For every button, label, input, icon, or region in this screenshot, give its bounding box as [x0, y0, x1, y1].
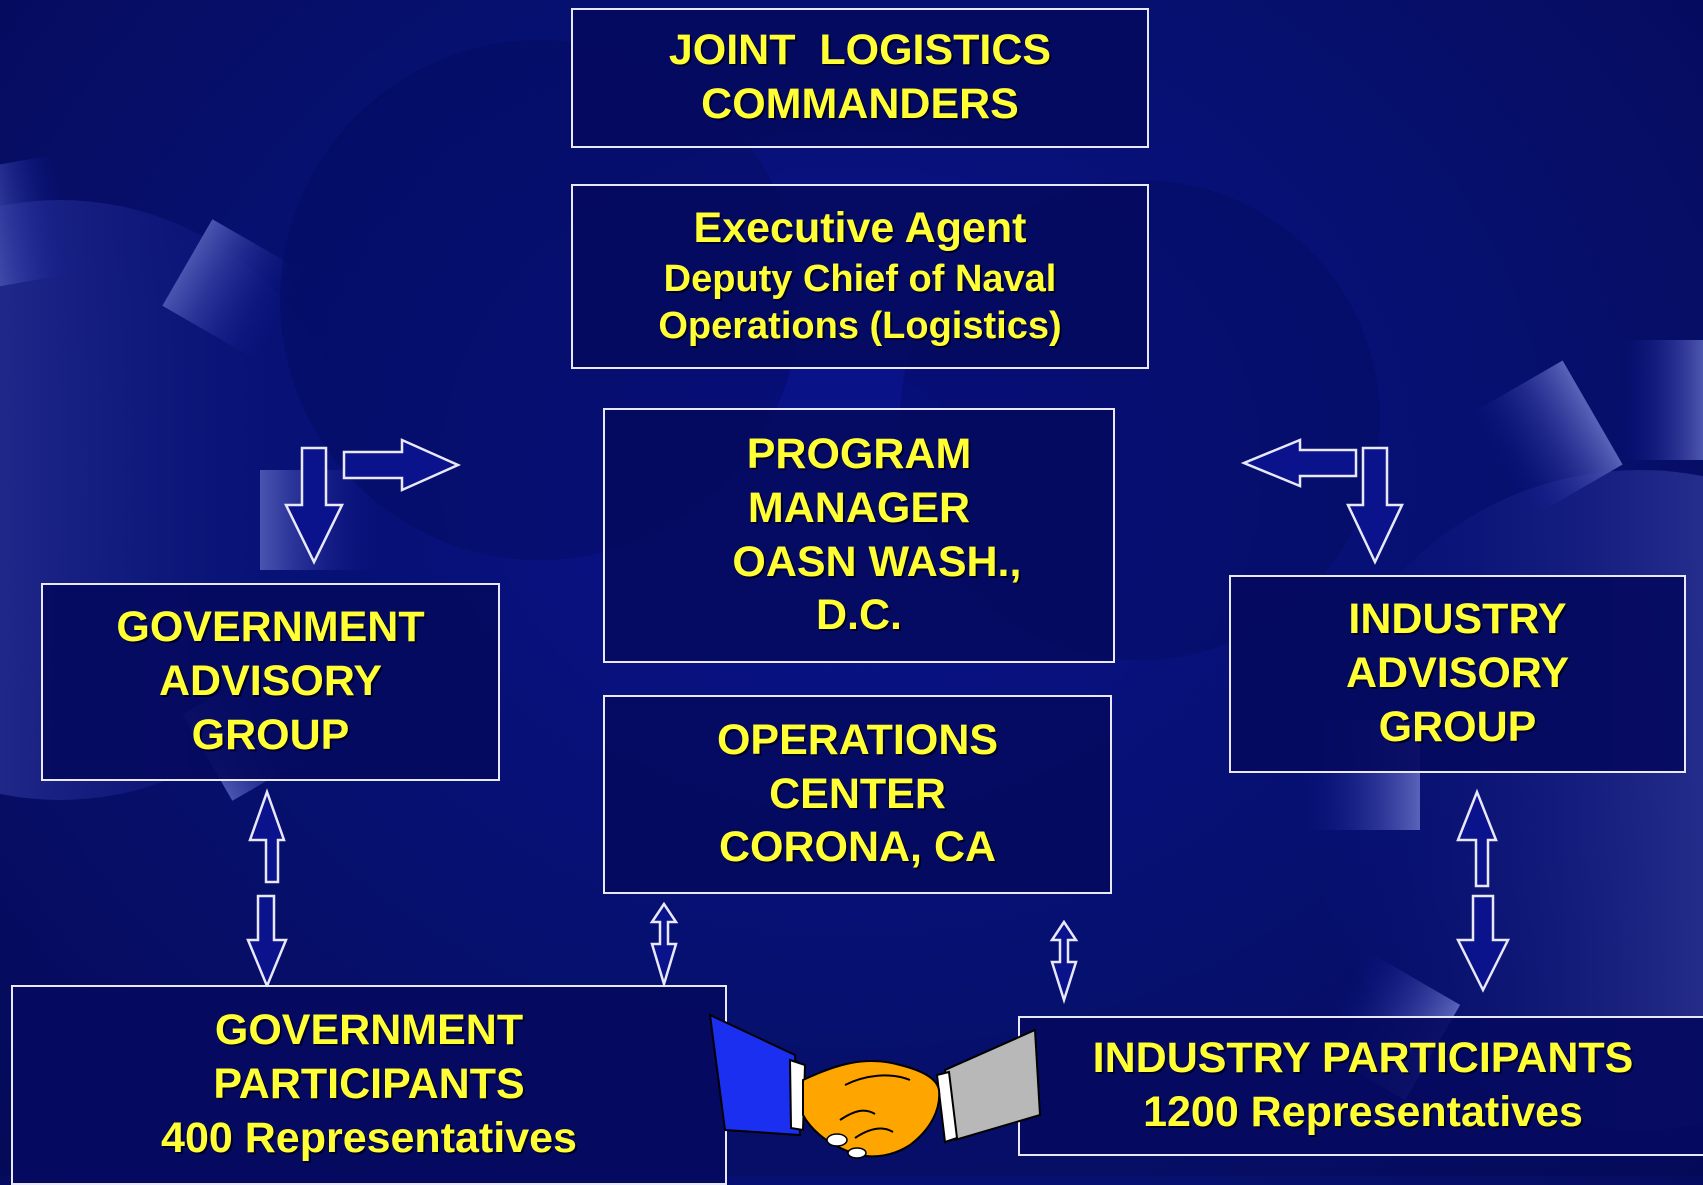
- box-line: ADVISORY: [1346, 649, 1569, 698]
- down-arrow-icon: [246, 894, 288, 990]
- box-line: Deputy Chief of Naval: [663, 257, 1057, 300]
- box-line: MANAGER: [747, 483, 971, 532]
- down-arrow-icon: [1346, 446, 1404, 565]
- box-line: ADVISORY: [159, 657, 382, 706]
- program-manager-box: PROGRAM MANAGER OASN WASH., D.C.: [603, 408, 1115, 663]
- industry-participants-box: INDUSTRY PARTICIPANTS 1200 Representativ…: [1018, 1016, 1703, 1156]
- down-arrow-icon: [283, 446, 345, 565]
- left-arrow-icon: [1240, 438, 1358, 488]
- box-line: CORONA, CA: [718, 823, 997, 872]
- box-line: INDUSTRY PARTICIPANTS: [1092, 1034, 1634, 1083]
- box-line: OPERATIONS: [716, 715, 999, 764]
- executive-agent-box: Executive Agent Deputy Chief of Naval Op…: [571, 184, 1149, 369]
- box-line: PROGRAM: [746, 430, 972, 478]
- government-participants-box: GOVERNMENT PARTICIPANTS 400 Representati…: [11, 985, 727, 1185]
- industry-advisory-group-box: INDUSTRY ADVISORY GROUP: [1229, 575, 1686, 773]
- down-arrow-icon: [1455, 894, 1511, 993]
- box-line: OASN WASH.,: [696, 537, 1022, 586]
- box-line: Executive Agent: [693, 204, 1027, 253]
- box-line: CENTER: [769, 769, 946, 818]
- up-arrow-icon: [1456, 788, 1498, 888]
- box-line: GOVERNMENT: [116, 603, 425, 652]
- double-arrow-icon: [1049, 919, 1079, 1005]
- box-line: INDUSTRY: [1348, 595, 1567, 644]
- joint-logistics-commanders-box: JOINT LOGISTICS COMMANDERS: [571, 8, 1149, 148]
- double-arrow-icon: [649, 901, 679, 989]
- box-line: 400 Representatives: [161, 1113, 577, 1162]
- up-arrow-icon: [248, 788, 286, 884]
- box-line: PARTICIPANTS: [213, 1060, 525, 1109]
- box-line: GOVERNMENT: [214, 1006, 524, 1055]
- government-advisory-group-box: GOVERNMENT ADVISORY GROUP: [41, 583, 500, 781]
- handshake-icon: [708, 1013, 1042, 1159]
- box-line: Operations (Logistics): [658, 305, 1062, 348]
- box-line: D.C.: [816, 591, 902, 640]
- box-line: GROUP: [191, 710, 350, 759]
- box-line: GROUP: [1378, 702, 1537, 751]
- box-line: JOINT LOGISTICS: [668, 26, 1052, 75]
- box-line: COMMANDERS: [701, 80, 1019, 128]
- right-arrow-icon: [342, 438, 462, 492]
- operations-center-box: OPERATIONS CENTER CORONA, CA: [603, 695, 1112, 894]
- box-line: 1200 Representatives: [1143, 1088, 1583, 1136]
